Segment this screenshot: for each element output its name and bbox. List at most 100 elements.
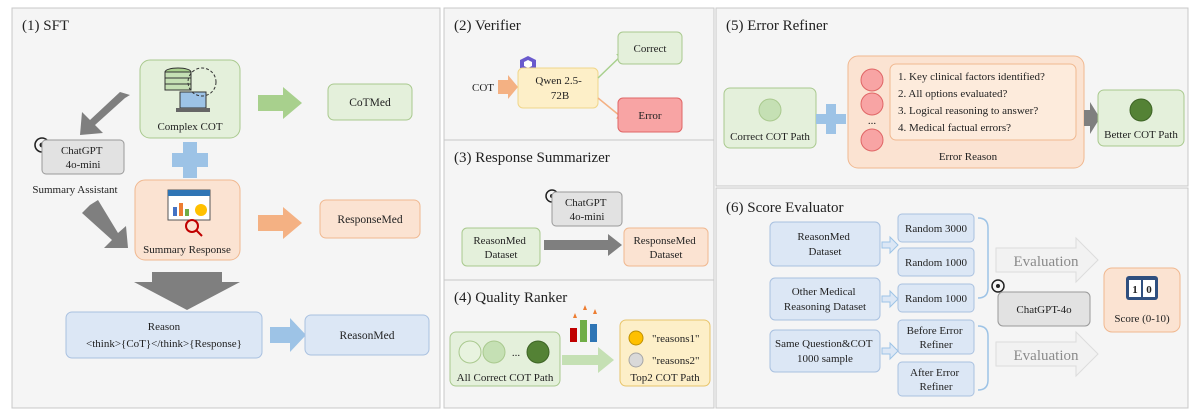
arrow-gray-up [80,92,130,135]
ranker-ellipsis: ... [512,347,521,359]
qwen-label-line2: 72B [551,90,569,102]
eval-dataset2-line1: Other Medical [792,286,856,298]
qwen-node: Qwen 2.5- 72B [517,56,599,109]
random1000a-label: Random 1000 [905,257,968,269]
panel-title: (2) Verifier [454,18,521,34]
assistant-name-line1: ChatGPT [61,145,103,157]
summarizer-input-label: ReasonMed Dataset [473,235,528,261]
evaluator-model-node: ChatGPT-4o [991,279,1091,327]
arrow-to-reasonmed [270,318,306,352]
summarizer-model-line1: ChatGPT [565,197,607,209]
before-refiner-node: Before Error Refiner [897,319,975,355]
eval-dataset3-line2: 1000 sample [797,353,853,365]
refiner-item-2: 2. All options evaluated? [898,88,1007,100]
after-refiner-line2: Refiner [920,381,953,393]
scoreboard-icon: 1 0 [1126,276,1158,300]
summarizer-model-node: ChatGPT 4o-mini [545,189,623,227]
random3000-label: Random 3000 [905,223,968,235]
bracket-top [977,217,989,299]
cotmed-label: CoTMed [349,97,391,109]
reason-line1: Reason [148,321,181,333]
before-refiner-label: Before Error Refiner [907,325,966,351]
refiner-input-label: Correct COT Path [730,131,810,143]
random1000a-node: Random 1000 [897,247,975,277]
score-digit-1: 1 [1132,284,1138,296]
refiner-item-4: 4. Medical factual errors? [898,122,1011,134]
random1000b-label: Random 1000 [905,293,968,305]
complex-cot-label: Complex COT [157,121,222,133]
summarizer-model-label: ChatGPT 4o-mini [565,197,609,223]
responsemed-node: ResponseMed [319,199,421,239]
reasonmed-label: ReasonMed [340,330,395,342]
database-laptop-icon [164,67,217,112]
after-refiner-node: After Error Refiner [897,361,975,397]
openai-logo-icon [991,279,1005,293]
ranking-chart-icon [570,305,597,342]
arrow-gray-down [82,200,128,248]
summarizer-output-node: ResponseMed Dataset [623,227,709,267]
score-node: 1 0 Score (0-10) [1103,267,1181,333]
medal-silver-icon [628,352,644,368]
evaluation-arrow-bottom: Evaluation [995,330,1099,378]
assistant-name-line2: 4o-mini [66,159,101,171]
panel-title: (1) SFT [22,18,69,34]
cotmed-node: CoTMed [327,83,413,121]
qwen-label-line1: Qwen 2.5- [535,75,582,87]
panel-verifier: (2) Verifier COT Qwen 2.5- 72B Correct E… [443,7,715,141]
eval-dataset1-line2: Dataset [809,246,842,258]
medal-gold-icon [628,330,644,346]
arrow-summarizer [544,234,622,256]
summarizer-input-line1: ReasonMed [473,235,526,247]
eval-dataset3-line1: Same Question&COT [775,338,873,350]
error-reason-label: Error Reason [939,151,998,163]
panel-summarizer: (3) Response Summarizer ChatGPT 4o-mini … [443,139,715,281]
panel-title: (4) Quality Ranker [454,290,567,306]
after-refiner-label: After Error Refiner [910,367,962,393]
refiner-item-1: 1. Key clinical factors identified? [898,71,1045,83]
reason2-label: "reasons2" [652,355,699,367]
assistant-name: ChatGPT 4o-mini [61,145,105,171]
reason1-label: "reasons1" [652,333,699,345]
reason-line2: <think>{CoT}</think>{Response} [86,338,242,350]
plus-icon [816,104,846,134]
panel-ranker: (4) Quality Ranker ... All Correct COT P… [443,279,715,409]
eval-dataset2-line2: Reasoning Dataset [784,301,866,313]
eval-dataset3-node: Same Question&COT 1000 sample [769,329,881,373]
arrow-dataset3 [881,341,899,361]
responsemed-label: ResponseMed [337,214,402,226]
error-node: Error [617,97,683,133]
ranker-input-label: All Correct COT Path [457,372,554,384]
arrow-dataset1 [881,235,899,255]
summary-response-node: Summary Response [134,179,241,261]
plus-icon [172,142,208,178]
panel-sft: (1) SFT Complex COT [11,7,441,409]
reason-template-node: Reason <think>{CoT}</think>{Response} [65,311,263,359]
summary-response-label: Summary Response [143,244,231,256]
refiner-ellipsis: ... [868,115,877,127]
summarizer-output-line2: Dataset [650,249,683,261]
error-label: Error [638,110,662,122]
arrow-to-cotmed [258,87,302,119]
qwen-label: Qwen 2.5- 72B [535,75,584,102]
refiner-item-3: 3. Logical reasoning to answer? [898,105,1038,117]
evaluation-arrow-top: Evaluation [995,236,1099,284]
reasonmed-node: ReasonMed [304,314,430,356]
correct-label: Correct [634,43,667,55]
panel-title: (6) Score Evaluator [726,200,843,216]
summarizer-model-line2: 4o-mini [570,211,605,223]
score-label: Score (0-10) [1114,313,1170,325]
eval-dataset2-node: Other Medical Reasoning Dataset [769,277,881,321]
evaluation-label: Evaluation [1014,254,1079,270]
random1000b-node: Random 1000 [897,283,975,313]
panel-refiner: (5) Error Refiner Correct COT Path ... 1… [715,7,1189,187]
panel-evaluator: (6) Score Evaluator ReasonMed Dataset Ra… [715,187,1189,409]
assistant-role: Summary Assistant [32,184,117,196]
eval-dataset1-line1: ReasonMed [797,231,850,243]
eval-dataset2-label: Other Medical Reasoning Dataset [784,286,866,313]
eval-dataset1-label: ReasonMed Dataset [797,231,852,258]
evaluator-model-label: ChatGPT-4o [1016,304,1072,316]
correct-node: Correct [617,31,683,65]
evaluation-label: Evaluation [1014,348,1079,364]
panel-title: (3) Response Summarizer [454,150,610,166]
summarizer-output-line1: ResponseMed [633,235,696,247]
